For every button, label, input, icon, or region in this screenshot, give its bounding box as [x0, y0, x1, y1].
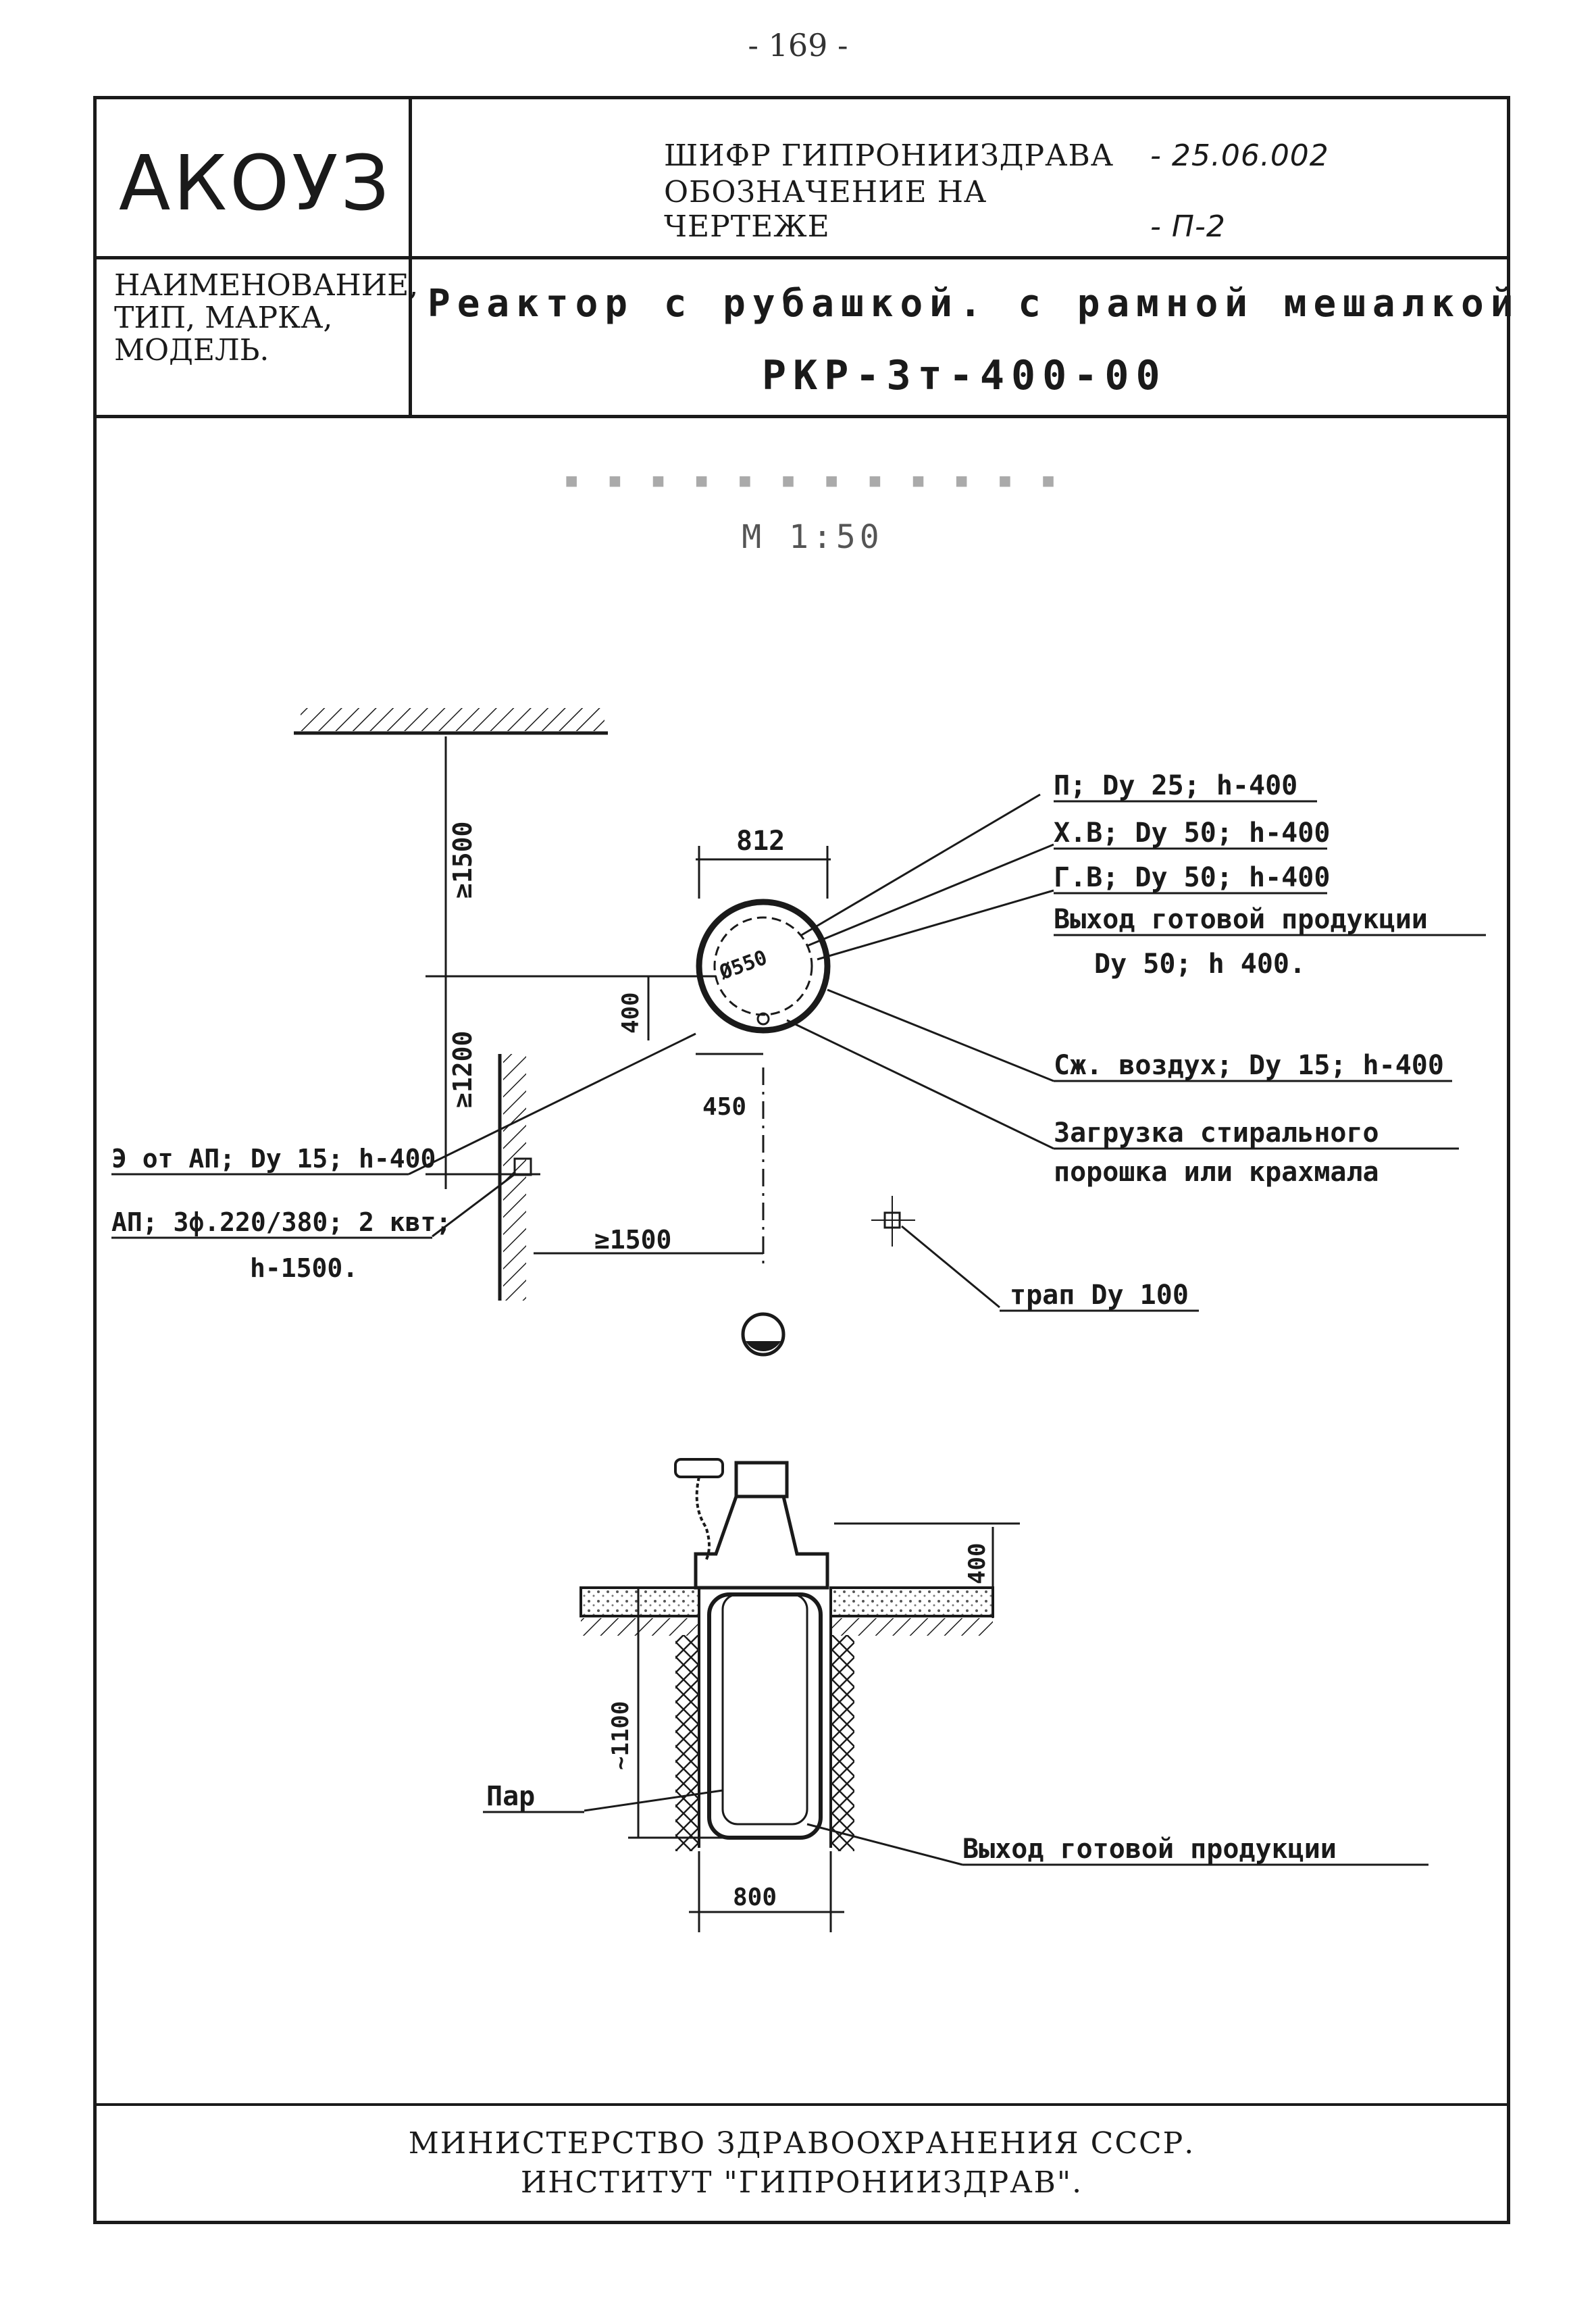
- reactor-jacket: [707, 1592, 823, 1840]
- dim-right-clearance: ≥1500: [594, 1225, 671, 1255]
- leader-line: [806, 843, 1054, 947]
- callout-electric-supply: Э от АП; Dy 15; h-400: [111, 1144, 436, 1174]
- dim-offset-450: 450: [702, 1093, 746, 1121]
- dim-offset-400: 400: [617, 992, 644, 1034]
- footer-institute: ИНСТИТУТ "ГИПРОНИИЗДРАВ".: [520, 2165, 1083, 2200]
- leader-line: [806, 1823, 963, 1866]
- reactor-chain: [695, 1476, 711, 1561]
- leader-line: [901, 1225, 1000, 1309]
- leader-line: [584, 1789, 723, 1812]
- section-dim-depth: ~1100: [607, 1701, 634, 1770]
- product-model: РКР-3т-400-00: [762, 352, 1167, 399]
- name-label-line: НАИМЕНОВАНИЕ,: [114, 268, 419, 303]
- callout-loading-2: порошка или крахмала: [1054, 1157, 1379, 1188]
- designation-value: - П-2: [1150, 209, 1226, 244]
- drawing-title-faded: ▪ ▪ ▪ ▪ ▪ ▪ ▪ ▪ ▪ ▪ ▪ ▪: [563, 464, 1062, 495]
- name-field-label: НАИМЕНОВАНИЕ, ТИП, МАРКА, МОДЕЛЬ.: [114, 268, 419, 368]
- section-dim-height: 400: [964, 1543, 991, 1584]
- name-label-line: МОДЕЛЬ.: [114, 333, 269, 368]
- callout-drain: трап Dy 100: [1010, 1280, 1189, 1311]
- dim-wall-bottom: ≥1200: [448, 1031, 478, 1108]
- dim-outer-diameter: 812: [736, 826, 785, 857]
- reactor-hopper: [674, 1458, 724, 1478]
- name-label-line: ТИП, МАРКА,: [114, 301, 333, 335]
- ground-hatch-left: [581, 1618, 699, 1636]
- callout-panel-1: АП; 3ф.220/380; 2 квт;: [111, 1207, 451, 1237]
- leader-line: [786, 1019, 1054, 1150]
- footer-ministry: МИНИСТЕРСТВО ЗДРАВООХРАНЕНИЯ СССР.: [408, 2126, 1195, 2161]
- reactor-top-body: [694, 1494, 829, 1590]
- designation-label: ОБОЗНАЧЕНИЕ НА ЧЕРТЕЖЕ: [664, 175, 987, 244]
- cipher-value: - 25.06.002: [1150, 139, 1329, 173]
- reactor-drive: [734, 1461, 789, 1499]
- pit-wall-right: [831, 1635, 854, 1851]
- section-view: 400 ~1100 800 Пар Выход готовой продукци…: [483, 1458, 1428, 1932]
- footer-divider: [97, 2103, 1507, 2106]
- section-marker: [741, 1312, 786, 1357]
- dim-wall-top: ≥1500: [448, 822, 478, 899]
- product-name: Реактор с рубашкой. с рамной мешалкой: [428, 282, 1520, 326]
- section-callout-outlet: Выход готовой продукции: [962, 1834, 1337, 1865]
- page-number: - 169 -: [748, 27, 848, 64]
- organization-code: АКОУЗ: [118, 140, 392, 228]
- cipher-label: ШИФР ГИПРОНИИЗДРАВА: [664, 139, 1114, 173]
- designation-row: ОБОЗНАЧЕНИЕ НА ЧЕРТЕЖЕ - П-2: [664, 175, 1226, 244]
- callout-product-outlet-size: Dy 50; h 400.: [1094, 949, 1306, 980]
- scale-label: М 1:50: [742, 518, 883, 556]
- wall-hatch-side: [503, 1054, 526, 1301]
- floor-slab-left: [580, 1586, 700, 1617]
- wall-hatch-top: [301, 708, 604, 731]
- electric-panel: [513, 1157, 532, 1176]
- section-callout-steam: Пар: [486, 1781, 535, 1812]
- leader-line: [817, 889, 1054, 961]
- pit-wall-left: [675, 1635, 699, 1851]
- callout-panel-2: h-1500.: [250, 1253, 358, 1283]
- plan-view: ≥1500 ≥1200 Ø550 812 400 450 ≥1500 П;: [111, 708, 1486, 1312]
- cipher-row: ШИФР ГИПРОНИИЗДРАВА - 25.06.002: [664, 139, 1329, 173]
- reactor-inner-circle: [713, 916, 813, 1016]
- leader-line: [800, 793, 1041, 937]
- leader-line: [827, 988, 1054, 1082]
- reactor-outer-circle: [696, 899, 831, 1034]
- callout-hot-water: Г.В; Dy 50; h-400: [1054, 862, 1330, 893]
- title-block-divider: [97, 256, 1507, 259]
- drawing-sheet: АКОУЗ ШИФР ГИПРОНИИЗДРАВА - 25.06.002 ОБО…: [93, 96, 1520, 2224]
- reactor-port: [756, 1012, 770, 1026]
- callout-product-outlet: Выход готовой продукции: [1054, 904, 1428, 935]
- dim-inner-diameter: Ø550: [716, 946, 771, 985]
- ground-hatch-right: [831, 1618, 993, 1636]
- section-dim-pit-width: 800: [733, 1884, 777, 1911]
- floor-slab-right: [829, 1586, 994, 1617]
- callout-steam: П; Dy 25; h-400: [1054, 770, 1297, 801]
- reactor-vessel: [721, 1593, 808, 1826]
- callout-cold-water: Х.В; Dy 50; h-400: [1054, 818, 1330, 849]
- title-block: АКОУЗ ШИФР ГИПРОНИИЗДРАВА - 25.06.002 ОБО…: [97, 99, 1520, 418]
- leader-line: [408, 1032, 696, 1176]
- callout-compressed-air: Сж. воздух; Dy 15; h-400: [1054, 1050, 1444, 1081]
- callout-loading-1: Загрузка стирального: [1054, 1117, 1379, 1149]
- leader-line: [432, 1173, 515, 1238]
